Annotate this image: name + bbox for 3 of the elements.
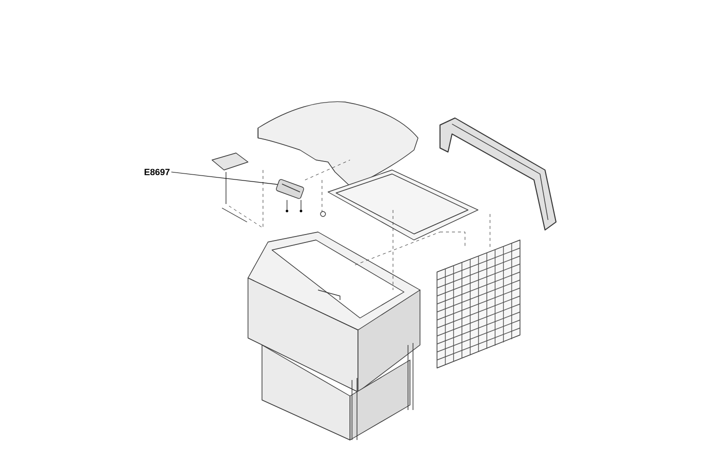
- part-number: E8697: [144, 168, 170, 176]
- latch-drawing: [276, 179, 304, 199]
- leader-line: [171, 172, 278, 185]
